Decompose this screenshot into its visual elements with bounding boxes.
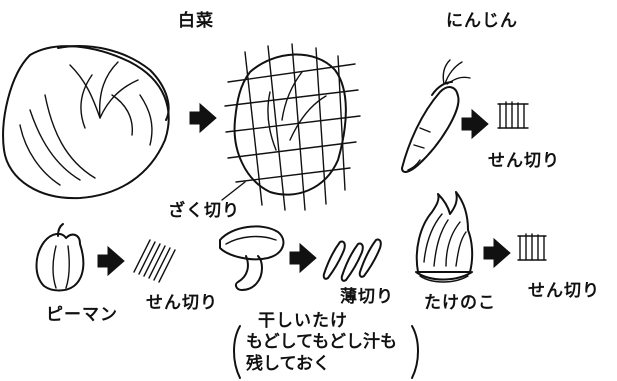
carrot-title: にんじん: [446, 11, 518, 31]
shiitake-sliced-icon: [322, 238, 382, 282]
arrow-right-icon: [189, 102, 217, 134]
carrot-julienne-icon: [497, 101, 529, 129]
note-open-paren: [233, 325, 241, 379]
arrow-right-icon: [461, 108, 489, 140]
shiitake-label: 干しいたけ: [258, 311, 348, 331]
green-pepper-cut-label: せん切り: [146, 293, 218, 313]
green-pepper-label: ピーマン: [46, 305, 118, 325]
napa-cabbage-title: 白菜: [178, 11, 214, 31]
bamboo-shoot-label: たけのこ: [424, 293, 496, 313]
bamboo-julienne-icon: [517, 233, 547, 261]
napa-cabbage-whole-icon: [2, 45, 170, 200]
carrot-cut-label: せん切り: [488, 151, 560, 171]
dried-shiitake-icon: [219, 225, 285, 291]
carrot-icon: [401, 59, 471, 173]
shiitake-note-line1: もどしてもどし汁も: [246, 332, 397, 352]
arrow-right-icon: [483, 237, 511, 269]
green-pepper-icon: [35, 223, 85, 292]
green-pepper-julienne-icon: [133, 239, 176, 283]
note-close-paren: [411, 325, 419, 379]
bamboo-shoot-cut-label: せん切り: [528, 281, 600, 301]
bamboo-shoot-icon: [415, 191, 474, 283]
shiitake-note-line2: 残しておく: [246, 354, 330, 374]
shiitake-cut-label: 薄切り: [340, 287, 394, 307]
arrow-right-icon: [289, 242, 317, 274]
napa-cabbage-cut-label: ざく切り: [168, 201, 240, 221]
napa-cabbage-chopped-icon: [224, 43, 361, 211]
leader-line: [221, 181, 246, 201]
arrow-right-icon: [97, 245, 125, 277]
